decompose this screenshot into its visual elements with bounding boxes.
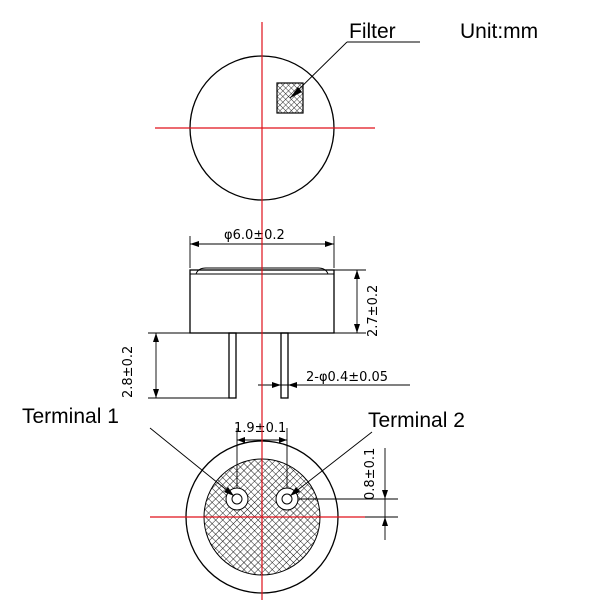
offset-arrow-bottom bbox=[382, 517, 388, 526]
pin-length-arrow-top bbox=[153, 333, 159, 342]
pin-dia-arrow-right bbox=[288, 382, 297, 388]
pin-dia-arrow-left bbox=[272, 382, 281, 388]
height-arrow-top bbox=[354, 270, 360, 279]
filter-label: Filter bbox=[349, 20, 396, 43]
pin-offset-label: 0.8±0.1 bbox=[363, 448, 378, 500]
terminal-2-leader bbox=[289, 431, 373, 497]
pin-length-arrow-bottom bbox=[153, 389, 159, 398]
top-view bbox=[155, 41, 420, 201]
terminal-1-pad-inner bbox=[231, 493, 243, 505]
terminal-1-label: Terminal 1 bbox=[22, 405, 119, 428]
diameter-label: φ6.0±0.2 bbox=[224, 228, 285, 243]
filter-arrowhead bbox=[290, 87, 302, 98]
filter-leader bbox=[289, 41, 348, 99]
body-height-label: 2.7±0.2 bbox=[366, 285, 381, 337]
terminal-1-arrowhead bbox=[224, 487, 234, 496]
diameter-arrow-right bbox=[325, 241, 334, 247]
offset-arrow-top bbox=[382, 490, 388, 499]
spacing-arrow-right bbox=[279, 437, 287, 443]
unit-label: Unit:mm bbox=[460, 20, 538, 43]
terminal-pin-right bbox=[280, 332, 289, 399]
filter-mesh bbox=[276, 82, 304, 114]
terminal-pin-left bbox=[228, 332, 237, 399]
height-arrow-bottom bbox=[354, 324, 360, 333]
pin-length-label: 2.8±0.2 bbox=[121, 346, 136, 398]
pin-diameter-label: 2-φ0.4±0.05 bbox=[306, 370, 388, 385]
diameter-arrow-left bbox=[190, 241, 199, 247]
terminal-2-arrowhead bbox=[290, 487, 300, 496]
terminal-2-pad-inner bbox=[281, 493, 293, 505]
terminal-1-leader bbox=[149, 427, 235, 497]
bottom-view: 1.9±0.1 0.8±0.1 bbox=[149, 421, 398, 594]
pin-spacing-label: 1.9±0.1 bbox=[234, 421, 286, 436]
spacing-arrow-left bbox=[237, 437, 245, 443]
side-view: φ6.0±0.2 2.7±0.2 2.8±0.2 2-φ0.4±0.05 bbox=[121, 228, 410, 399]
terminal-2-label: Terminal 2 bbox=[368, 409, 465, 432]
